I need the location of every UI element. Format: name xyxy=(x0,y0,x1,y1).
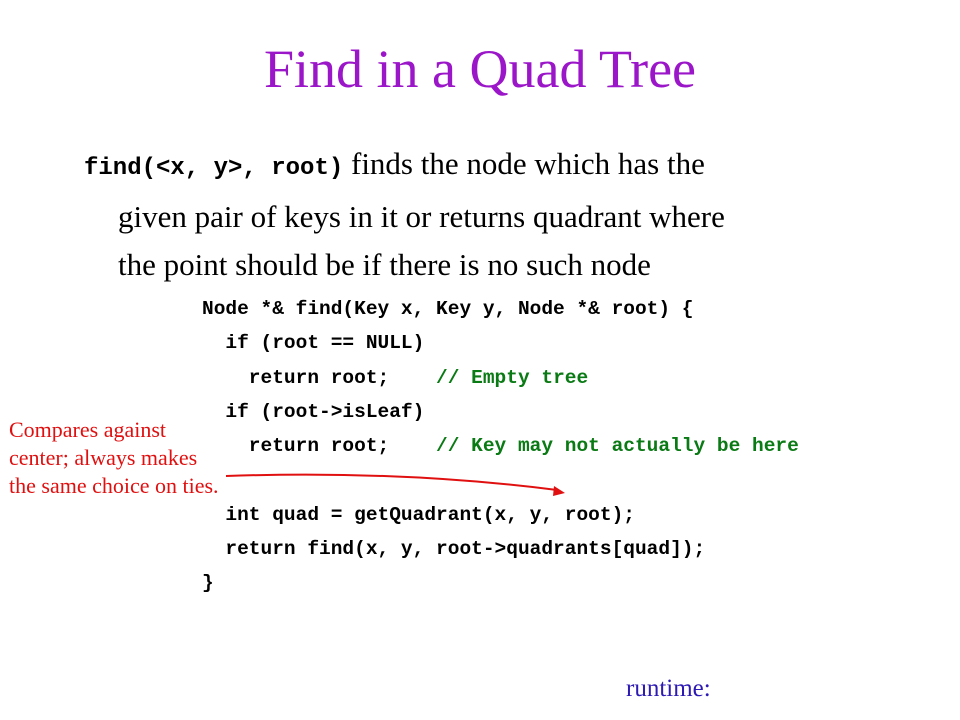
code-text: return root; xyxy=(202,366,437,389)
code-line: return find(x, y, root->quadrants[quad])… xyxy=(202,532,799,566)
code-text: return find(x, y, root->quadrants[quad])… xyxy=(202,538,706,561)
code-line: if (root == NULL) xyxy=(202,326,799,360)
code-text: if (root->isLeaf) xyxy=(202,400,425,423)
intro-function-signature: find(<x, y>, root) xyxy=(84,155,344,182)
slide-title: Find in a Quad Tree xyxy=(264,39,696,99)
code-text: int quad = getQuadrant(x, y, root); xyxy=(202,503,635,526)
code-text: } xyxy=(202,572,214,595)
intro-paragraph: find(<x, y>, root) finds the node which … xyxy=(84,140,884,289)
code-line: return root; // Key may not actually be … xyxy=(202,429,799,463)
code-line: return root; // Empty tree xyxy=(202,361,799,395)
code-text: return root; xyxy=(202,435,437,458)
code-text: if (root == NULL) xyxy=(202,332,425,355)
code-line: if (root->isLeaf) xyxy=(202,395,799,429)
intro-text-line-2: given pair of keys in it or returns quad… xyxy=(118,199,725,234)
intro-text-line-3: the point should be if there is no such … xyxy=(118,247,651,282)
annotation-note: Compares against center; always makes th… xyxy=(9,417,219,498)
code-comment: // Empty tree xyxy=(436,366,589,389)
code-line: Node *& find(Key x, Key y, Node *& root)… xyxy=(202,292,799,326)
code-line: } xyxy=(202,566,799,600)
code-line: int quad = getQuadrant(x, y, root); xyxy=(202,498,799,532)
runtime-label: runtime: xyxy=(626,675,711,702)
code-text: Node *& find(Key x, Key y, Node *& root)… xyxy=(202,298,694,320)
code-comment: // Key may not actually be here xyxy=(436,435,799,458)
intro-text-line-1: finds the node which has the xyxy=(343,146,705,181)
code-block: Node *& find(Key x, Key y, Node *& root)… xyxy=(202,292,799,601)
